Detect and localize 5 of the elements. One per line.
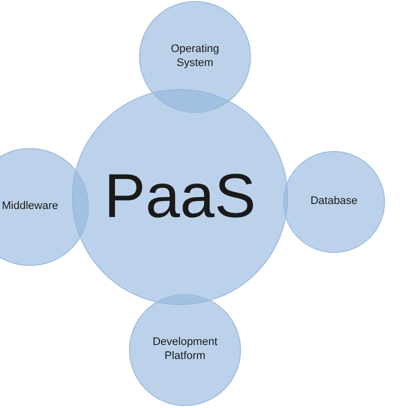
circle-label: Operating System bbox=[170, 43, 220, 71]
circle-label: PaaS bbox=[104, 161, 256, 234]
circle-label: Database bbox=[310, 195, 358, 209]
circle-label: Development Platform bbox=[152, 336, 218, 364]
circle-label: Middleware bbox=[2, 200, 58, 214]
